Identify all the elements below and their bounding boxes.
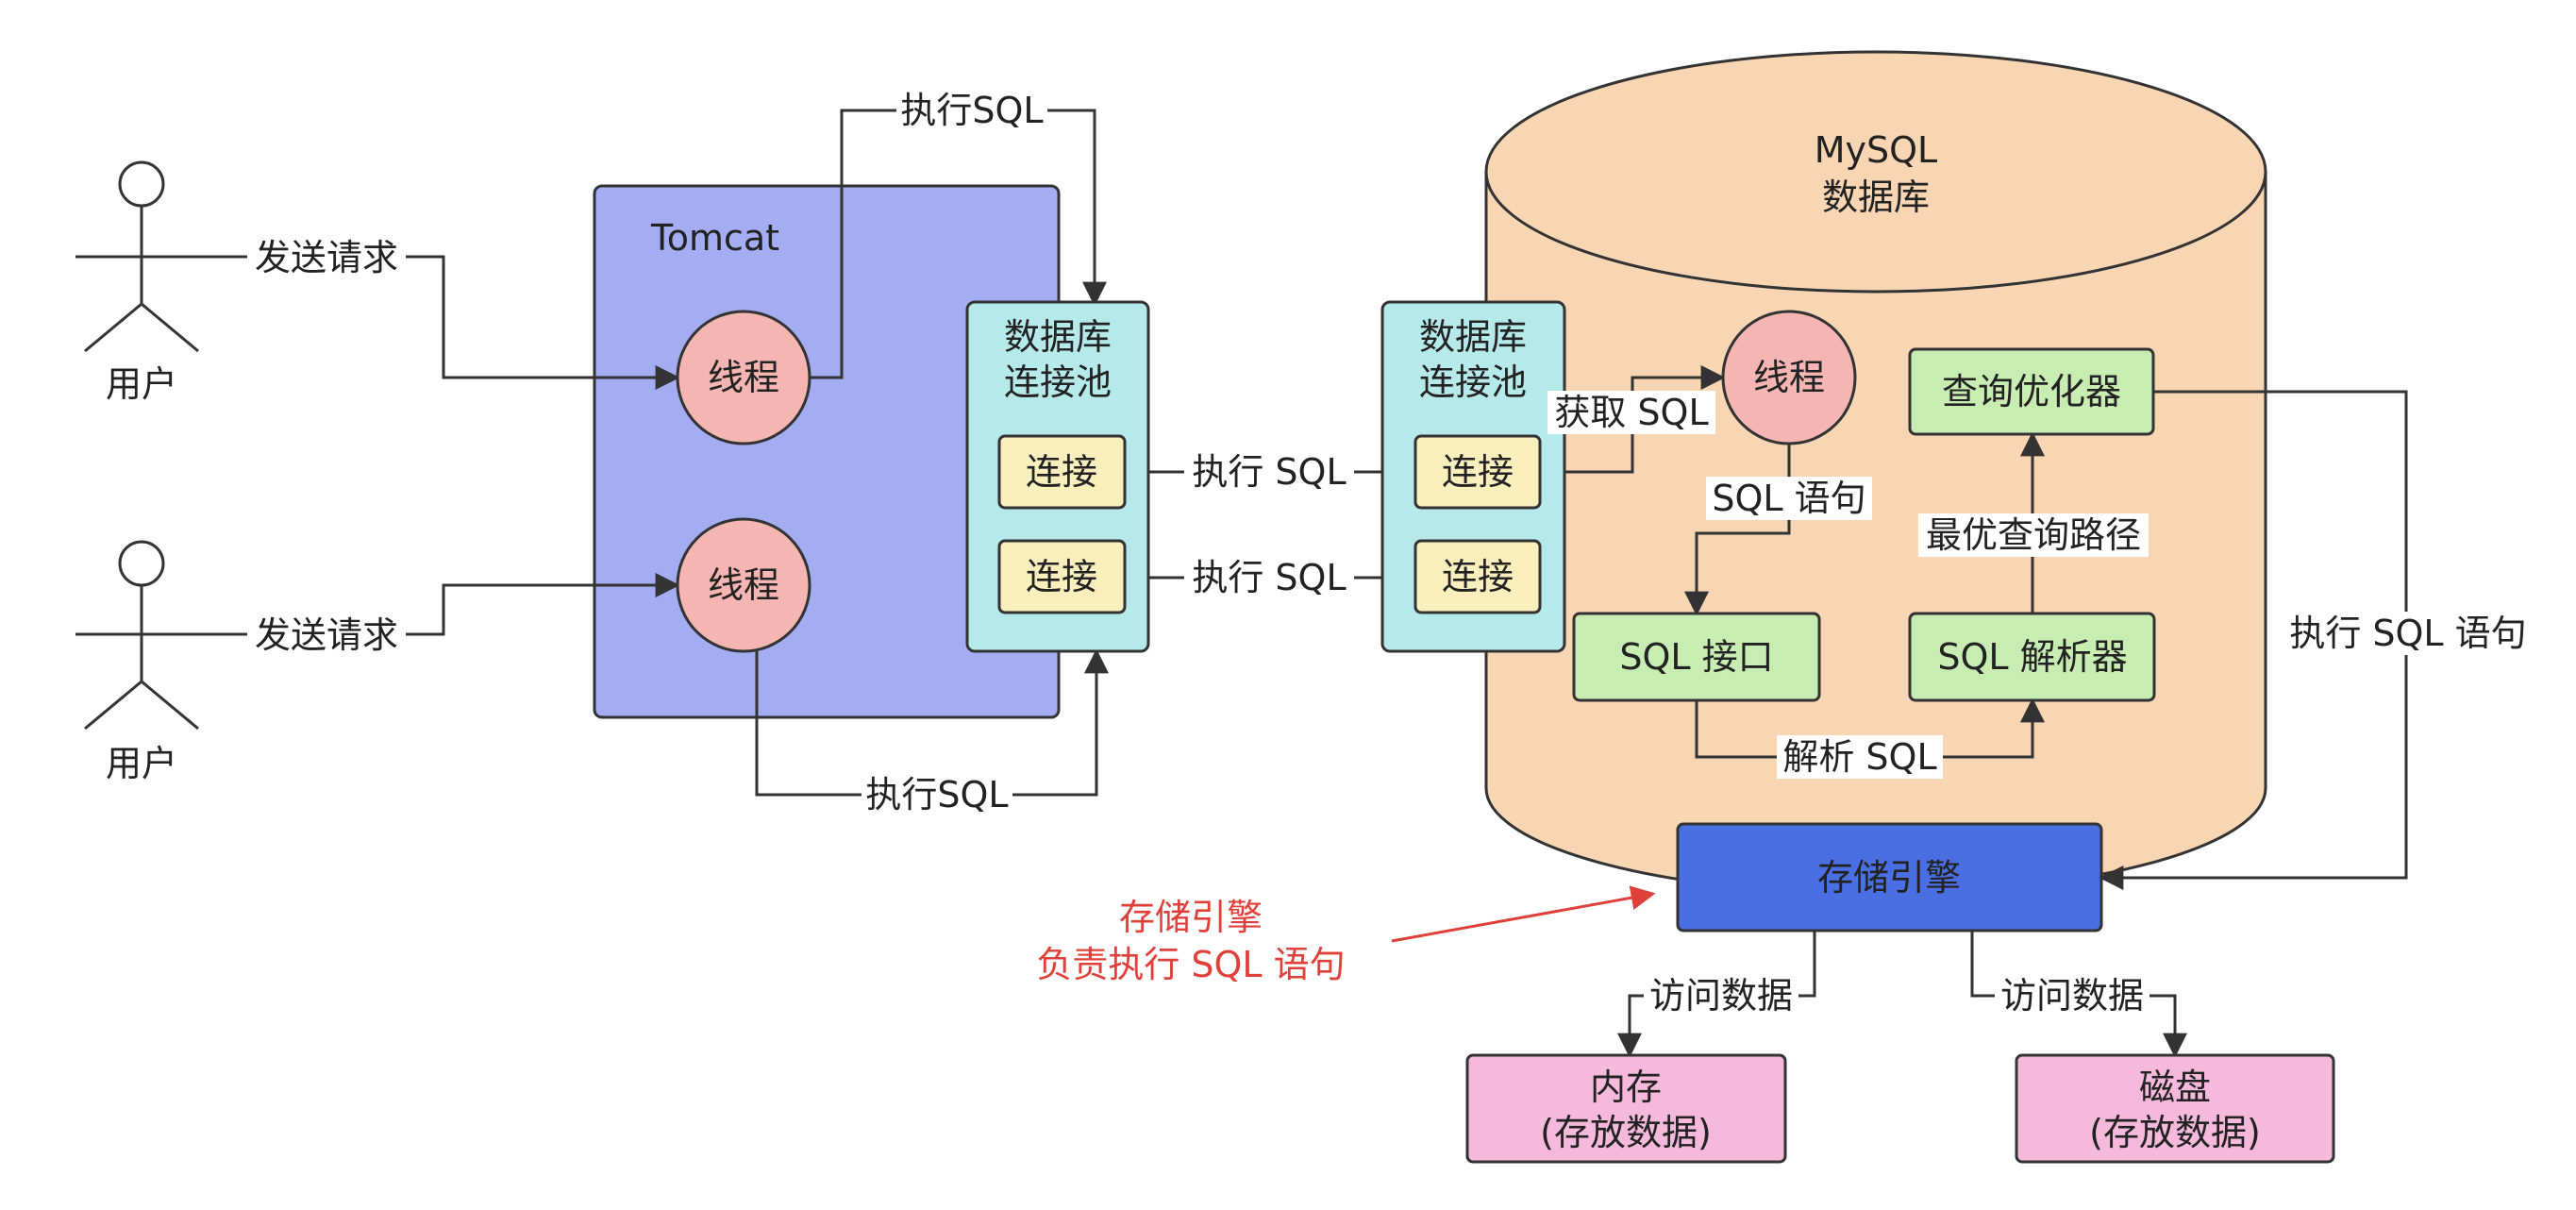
sql-statement-label: SQL 语句: [1712, 478, 1865, 519]
send-request-label-2: 发送请求: [255, 614, 398, 656]
tomcat-connection-1: [997, 434, 1127, 510]
disk-box: [2015, 1053, 2335, 1164]
mysql-pool-title-line1: 数据库: [1419, 316, 1527, 358]
exec-sql-bottom-label: 执行SQL: [865, 774, 1008, 815]
tomcat-pool-title-line2: 连接池: [1004, 361, 1112, 403]
tomcat-connection-1-label: 连接: [1026, 451, 1097, 493]
user-actor-1: [75, 160, 208, 353]
mysql-thread-label: 线程: [1753, 357, 1825, 398]
mysql-pool-title-line2: 连接池: [1419, 361, 1527, 403]
tomcat-thread-2-label: 线程: [708, 564, 779, 606]
send-request-label-1: 发送请求: [255, 237, 398, 278]
disk-label-line1: 磁盘: [2139, 1067, 2211, 1108]
annotation-line2: 负责执行 SQL 语句: [1036, 944, 1345, 985]
annotation-line1: 存储引擎: [1119, 897, 1263, 938]
exec-sql-top-label: 执行SQL: [900, 90, 1043, 131]
sql-interface-box: [1572, 612, 1821, 702]
user-label-2: 用户: [106, 743, 177, 784]
storage-engine-label: 存储引擎: [1817, 857, 1961, 899]
mysql-connection-1: [1413, 434, 1542, 510]
disk-label-line2: (存放数据): [2089, 1112, 2261, 1153]
tomcat-pool-title-line1: 数据库: [1004, 316, 1112, 358]
storage-engine-box: [1676, 822, 2103, 933]
exec-sql-conn1-label: 执行 SQL: [1192, 451, 1346, 493]
tomcat-title: Tomcat: [650, 217, 779, 259]
exec-sql-conn2-label: 执行 SQL: [1192, 557, 1346, 598]
annotation-arrow: [1391, 885, 1656, 943]
mysql-connection-2: [1413, 539, 1542, 614]
mysql-title-line1: MySQL: [1815, 129, 1937, 171]
best-query-path-label: 最优查询路径: [1926, 514, 2141, 556]
user-label-1: 用户: [106, 363, 177, 405]
tomcat-thread-1: [676, 310, 811, 445]
parse-sql-label: 解析 SQL: [1782, 736, 1936, 778]
sql-interface-label: SQL 接口: [1619, 636, 1773, 678]
query-optimizer-box: [1908, 347, 2155, 436]
tomcat-thread-2: [676, 517, 811, 653]
tomcat-thread-1-label: 线程: [708, 357, 779, 398]
mysql-thread: [1721, 310, 1857, 445]
memory-label-line2: (存放数据): [1540, 1112, 1712, 1153]
mysql-connection-1-label: 连接: [1442, 451, 1514, 493]
memory-box: [1465, 1053, 1787, 1164]
query-optimizer-label: 查询优化器: [1942, 371, 2121, 412]
sql-parser-label: SQL 解析器: [1937, 636, 2127, 678]
exec-sql-statement-label: 执行 SQL 语句: [2289, 613, 2526, 654]
mysql-connection-2-label: 连接: [1442, 556, 1514, 597]
memory-label-line1: 内存: [1590, 1067, 1662, 1108]
access-data-left-label: 访问数据: [1649, 975, 1793, 1017]
tomcat-connection-2-label: 连接: [1026, 556, 1097, 597]
mysql-title-line2: 数据库: [1822, 176, 1930, 218]
get-sql-label: 获取 SQL: [1554, 392, 1708, 433]
access-data-right-label: 访问数据: [2000, 975, 2144, 1017]
sql-parser-box: [1908, 612, 2156, 702]
user-actor-2: [75, 540, 208, 731]
edge-exec-sql-top: [810, 109, 1107, 379]
tomcat-connection-2: [997, 539, 1127, 614]
